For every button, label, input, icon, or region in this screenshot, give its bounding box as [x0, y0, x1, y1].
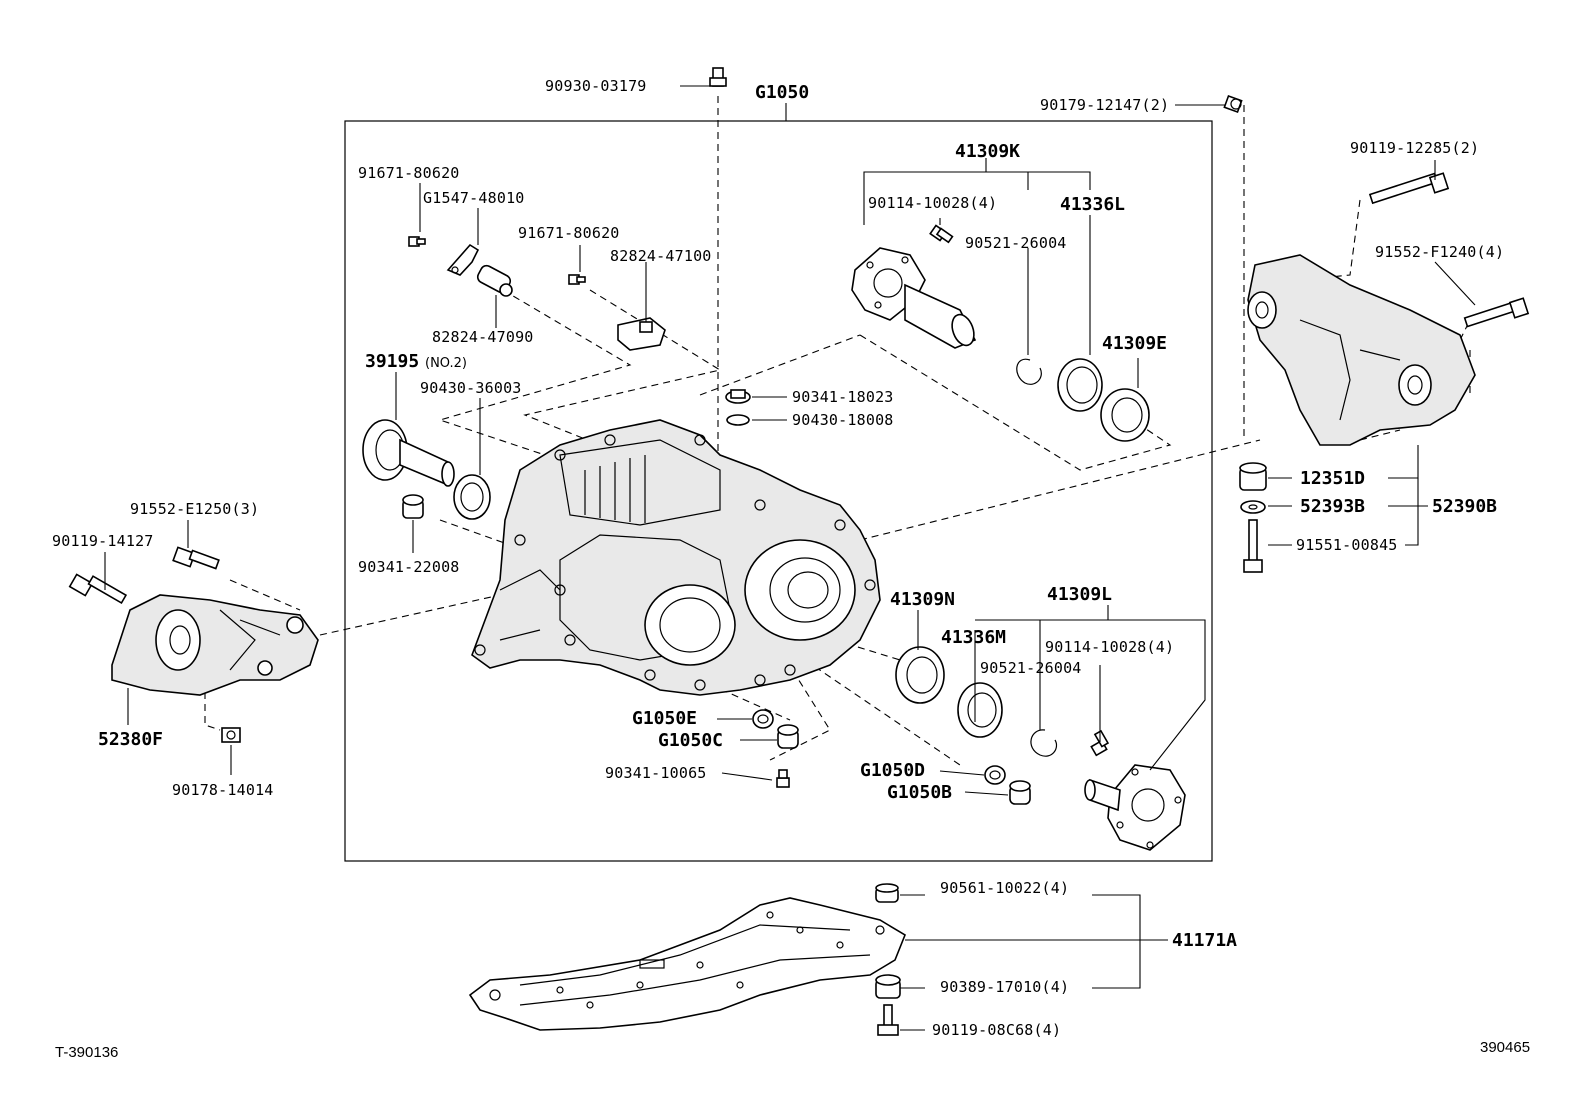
clamp-g1547 — [446, 243, 480, 276]
label-39195: 39195 — [365, 351, 419, 372]
bolt-90119-08c68 — [877, 1004, 899, 1036]
label-52390b: 52390B — [1432, 496, 1497, 517]
label-41309k: 41309K — [955, 141, 1020, 162]
stopper-90561-10022 — [875, 883, 899, 903]
bolt-90119-14127 — [68, 573, 128, 605]
label-90119-08c68: 90119-08C68(4) — [932, 1021, 1061, 1039]
bolt-90114-10028-b — [1090, 729, 1110, 757]
bolt-90114-10028-a — [929, 224, 954, 244]
label-90178-14014: 90178-14014 — [172, 781, 274, 799]
label-52380f: 52380F — [98, 729, 163, 750]
output-shaft-39195 — [362, 419, 455, 487]
sensor-82824-47090 — [476, 264, 513, 297]
label-g1050d: G1050D — [860, 760, 925, 781]
rear-mount-bracket-52390b — [1247, 254, 1476, 446]
bolt-90179-12147 — [1223, 94, 1243, 114]
cushion-12351d — [1239, 462, 1267, 491]
nut-90178-14014 — [221, 727, 241, 743]
label-41336m: 41336M — [941, 627, 1006, 648]
part-labels: 90930-03179 90179-12147(2) 91671-80620 G… — [52, 77, 1504, 1039]
label-90521-26004-b: 90521-26004 — [980, 659, 1082, 677]
sensor-82824-47100 — [617, 317, 666, 351]
label-90341-18023: 90341-18023 — [792, 388, 894, 406]
label-91552-e1250: 91552-E1250(3) — [130, 500, 259, 518]
label-90179-12147: 90179-12147(2) — [1040, 96, 1169, 114]
bolt-91671-a — [408, 236, 426, 247]
bolt-90119-12285 — [1368, 172, 1450, 205]
filler-plug-90341-18023 — [725, 389, 751, 404]
plug-g1050b — [1009, 780, 1031, 805]
label-41309e: 41309E — [1102, 333, 1167, 354]
front-mount-bracket-52380f — [111, 594, 319, 696]
label-90430-18008: 90430-18008 — [792, 411, 894, 429]
bolt-91671-b — [568, 274, 586, 285]
companion-flange-41309k — [851, 247, 977, 349]
gasket-90430-18008 — [726, 414, 750, 426]
label-g1050e: G1050E — [632, 708, 697, 729]
snap-ring-90521-a — [1016, 358, 1042, 385]
label-41309l: 41309L — [1047, 584, 1112, 605]
label-91552-f1240: 91552-F1240(4) — [1375, 243, 1504, 261]
collar-90389-17010 — [875, 974, 901, 999]
bolt-91552-f1240 — [1463, 297, 1530, 328]
label-g1050c: G1050C — [658, 730, 723, 751]
drawing-id-right: 390465 — [1480, 1039, 1530, 1056]
plug-g1050c — [777, 724, 799, 749]
transfer-case-housing — [471, 419, 881, 696]
label-90119-12285: 90119-12285(2) — [1350, 139, 1479, 157]
group-label: G1050 — [755, 82, 809, 103]
label-90119-14127: 90119-14127 — [52, 532, 154, 550]
label-90521-26004-a: 90521-26004 — [965, 234, 1067, 252]
label-90114-10028-a: 90114-10028(4) — [868, 194, 997, 212]
label-90389-17010: 90389-17010(4) — [940, 978, 1069, 996]
drawing-id-left: T-390136 — [55, 1044, 118, 1061]
label-41309n: 41309N — [890, 589, 955, 610]
oil-seal-41336l — [1057, 358, 1103, 412]
washer-52393b — [1240, 500, 1266, 514]
label-91671-80620-a: 91671-80620 — [358, 164, 460, 182]
label-90561-10022: 90561-10022(4) — [940, 879, 1069, 897]
label-39195-note: (NO.2) — [425, 356, 467, 371]
leader-lines — [104, 85, 1476, 1031]
plug-90341-22008 — [402, 494, 424, 519]
oil-seal-41309e — [1100, 388, 1150, 442]
plug-90341-10065 — [776, 769, 790, 788]
gasket-g1050e — [752, 709, 774, 729]
oil-seal-90430-36003 — [453, 474, 491, 520]
label-82824-47090: 82824-47090 — [432, 328, 534, 346]
bolt-91551-00845 — [1243, 519, 1263, 573]
label-12351d: 12351D — [1300, 468, 1365, 489]
label-90114-10028-b: 90114-10028(4) — [1045, 638, 1174, 656]
label-82824-47100: 82824-47100 — [610, 247, 712, 265]
label-52393b: 52393B — [1300, 496, 1365, 517]
skid-plate-41171a — [468, 897, 906, 1031]
oil-seal-41309n — [895, 646, 945, 704]
label-91551-00845: 91551-00845 — [1296, 536, 1398, 554]
oil-seal-41336m — [957, 682, 1003, 738]
drain-plug-90930 — [709, 67, 727, 87]
label-91671-80620-b: 91671-80620 — [518, 224, 620, 242]
label-g1050b: G1050B — [887, 782, 952, 803]
gasket-g1050d — [984, 765, 1006, 785]
label-41171a: 41171A — [1172, 930, 1237, 951]
group-frame-g1050: G1050 — [344, 82, 1213, 862]
label-90930-03179: 90930-03179 — [545, 77, 647, 95]
snap-ring-90521-b — [1030, 729, 1058, 757]
bolt-91552-e1250 — [172, 546, 220, 570]
label-90341-22008: 90341-22008 — [358, 558, 460, 576]
companion-flange-41309l — [1084, 764, 1186, 851]
label-g1547-48010: G1547-48010 — [423, 189, 525, 207]
label-90341-10065: 90341-10065 — [605, 764, 707, 782]
label-41336l: 41336L — [1060, 194, 1125, 215]
label-90430-36003: 90430-36003 — [420, 379, 522, 397]
